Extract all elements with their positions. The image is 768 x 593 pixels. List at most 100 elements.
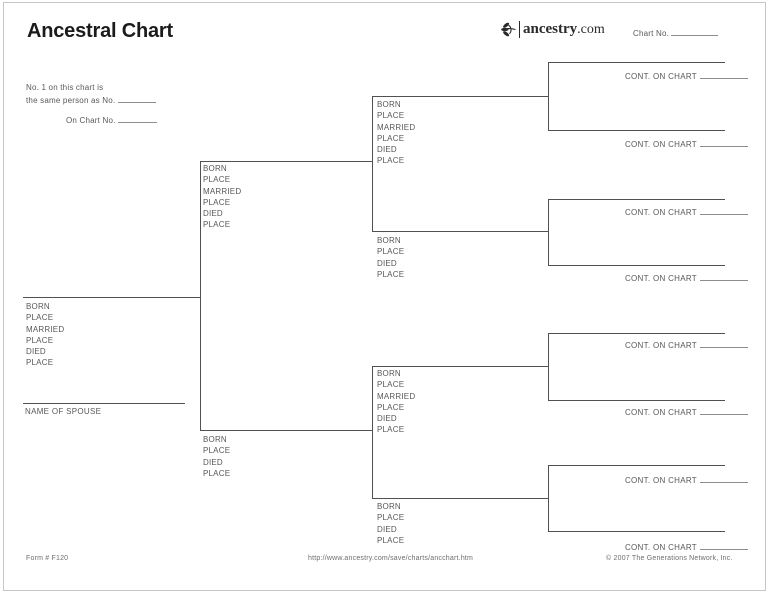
- form-number: Form # F120: [26, 555, 69, 562]
- chart-no-field: Chart No.: [633, 27, 719, 38]
- chart-no-label: Chart No.: [633, 29, 670, 38]
- father-fields: BORN PLACE MARRIED PLACE DIED PLACE: [203, 163, 241, 231]
- spouse-name-line: [23, 403, 185, 404]
- parents-bracket: [200, 161, 201, 431]
- on-chart-no-blank[interactable]: [117, 114, 157, 123]
- field-label: PLACE: [377, 269, 405, 279]
- cont-chart-blank-5[interactable]: [700, 339, 748, 348]
- field-label: BORN: [377, 100, 401, 109]
- great-grandparent-3-name-line: [548, 199, 725, 200]
- field-label: PLACE: [377, 402, 405, 412]
- maternal-grandmother-name-line: [372, 498, 548, 499]
- field-label: BORN: [377, 369, 401, 378]
- ancestry-logo: ancestry.com: [501, 21, 605, 38]
- field-label: MARRIED: [377, 122, 416, 132]
- maternal-grandmother-fields: BORN PLACE DIED PLACE: [377, 501, 404, 546]
- field-label: PLACE: [377, 247, 405, 257]
- field-label: DIED: [203, 457, 223, 467]
- logo-tld-text: .com: [577, 21, 605, 37]
- logo-brand-text: ancestry: [519, 21, 577, 38]
- field-label: DIED: [377, 524, 397, 534]
- field-label: PLACE: [377, 156, 405, 166]
- great-grandparent-8-name-line: [548, 531, 725, 532]
- great-grandparent-2-name-line: [548, 130, 725, 131]
- chart-no-blank[interactable]: [671, 27, 719, 36]
- cont-chart-blank-7[interactable]: [700, 474, 748, 483]
- footer-url: http://www.ancestry.com/save/charts/ancc…: [308, 555, 474, 562]
- cont-chart-blank-6[interactable]: [700, 406, 748, 415]
- cont-chart-blank-2[interactable]: [700, 138, 748, 147]
- field-label: BORN: [377, 236, 401, 245]
- on-chart-no-field: On Chart No.: [66, 114, 157, 125]
- field-label: PLACE: [377, 425, 405, 435]
- field-label: PLACE: [203, 220, 231, 230]
- page-title: Ancestral Chart: [27, 20, 173, 42]
- field-label: PLACE: [377, 513, 405, 523]
- great-grandparent-7-name-line: [548, 465, 725, 466]
- great-grandparent-1-name-line: [548, 62, 725, 63]
- cont-chart-blank-8[interactable]: [700, 541, 748, 550]
- note-line-1: No. 1 on this chart is: [26, 83, 104, 92]
- field-label: PLACE: [26, 313, 54, 323]
- field-label: DIED: [377, 258, 397, 268]
- paternal-grandfather-fields: BORN PLACE MARRIED PLACE DIED PLACE: [377, 99, 415, 167]
- paternal-grandmother-name-line: [372, 231, 548, 232]
- cont-chart-blank-4[interactable]: [700, 272, 748, 281]
- cont-on-chart-7: CONT. ON CHART: [625, 474, 748, 485]
- cont-on-chart-3: CONT. ON CHART: [625, 206, 748, 217]
- field-label: BORN: [26, 302, 50, 311]
- cont-chart-blank-1[interactable]: [700, 70, 748, 79]
- field-label: BORN: [203, 164, 227, 173]
- paternal-grandfather-name-line: [372, 96, 548, 97]
- great-grandparents-bracket-3: [548, 333, 549, 401]
- maternal-grandfather-name-line: [372, 366, 548, 367]
- field-label: DIED: [377, 145, 397, 155]
- maternal-grandparents-bracket: [372, 366, 373, 499]
- field-label: DIED: [377, 414, 397, 424]
- cont-on-chart-1: CONT. ON CHART: [625, 70, 748, 81]
- maternal-grandfather-fields: BORN PLACE MARRIED PLACE DIED PLACE: [377, 368, 415, 436]
- field-label: BORN: [377, 502, 401, 511]
- field-label: DIED: [26, 347, 46, 357]
- cont-on-chart-2: CONT. ON CHART: [625, 138, 748, 149]
- cont-on-chart-5: CONT. ON CHART: [625, 339, 748, 350]
- copyright-notice: © 2007 The Generations Network, Inc.: [606, 555, 733, 562]
- field-label: MARRIED: [26, 324, 65, 334]
- field-label: PLACE: [203, 446, 231, 456]
- on-chart-no-label: On Chart No.: [66, 116, 116, 125]
- same-person-no-blank[interactable]: [117, 94, 156, 103]
- cont-chart-blank-3[interactable]: [700, 206, 748, 215]
- field-label: BORN: [203, 435, 227, 444]
- great-grandparents-bracket-2: [548, 199, 549, 266]
- field-label: PLACE: [203, 468, 231, 478]
- father-name-line: [200, 161, 372, 162]
- great-grandparent-4-name-line: [548, 265, 725, 266]
- great-grandparent-6-name-line: [548, 400, 725, 401]
- field-label: DIED: [203, 209, 223, 219]
- mother-name-line: [200, 430, 372, 431]
- cont-on-chart-4: CONT. ON CHART: [625, 272, 748, 283]
- cont-on-chart-8: CONT. ON CHART: [625, 541, 748, 552]
- ancestry-leaf-icon: [501, 21, 518, 38]
- paternal-grandmother-fields: BORN PLACE DIED PLACE: [377, 235, 404, 280]
- great-grandparent-5-name-line: [548, 333, 725, 334]
- field-label: PLACE: [377, 380, 405, 390]
- field-label: MARRIED: [377, 391, 416, 401]
- field-label: PLACE: [203, 175, 231, 185]
- note-line-2: the same person as No.: [26, 94, 156, 107]
- person1-fields: BORN PLACE MARRIED PLACE DIED PLACE: [26, 301, 64, 369]
- field-label: MARRIED: [203, 186, 242, 196]
- great-grandparents-bracket-1: [548, 62, 549, 131]
- great-grandparents-bracket-4: [548, 465, 549, 532]
- field-label: PLACE: [26, 335, 54, 345]
- chart-note: No. 1 on this chart is the same person a…: [26, 82, 156, 106]
- field-label: PLACE: [377, 111, 405, 121]
- mother-fields: BORN PLACE DIED PLACE: [203, 434, 230, 479]
- cont-on-chart-6: CONT. ON CHART: [625, 406, 748, 417]
- paternal-grandparents-bracket: [372, 96, 373, 232]
- person1-name-line: [23, 297, 200, 298]
- field-label: PLACE: [26, 358, 54, 368]
- field-label: PLACE: [377, 535, 405, 545]
- spouse-label: NAME OF SPOUSE: [25, 407, 102, 416]
- field-label: PLACE: [377, 133, 405, 143]
